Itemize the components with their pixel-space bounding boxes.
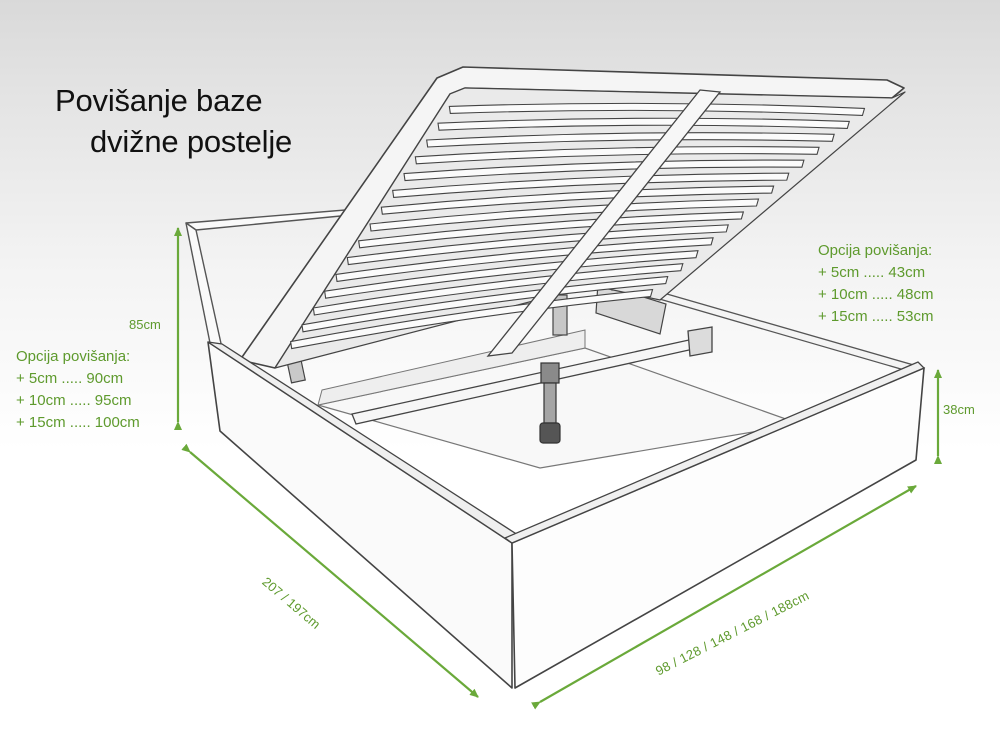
lid-center-rail bbox=[486, 89, 722, 357]
slat bbox=[392, 172, 790, 198]
slat bbox=[301, 275, 669, 333]
page-title-line2: dvižne postelje bbox=[90, 124, 293, 159]
slat bbox=[335, 237, 714, 283]
bed-slats bbox=[290, 102, 866, 350]
options-left-item: + 15cm ..... 100cm bbox=[16, 414, 140, 431]
dimension-arrows bbox=[174, 227, 942, 710]
options-right-item: + 15cm ..... 53cm bbox=[818, 308, 934, 325]
options-left-heading: Opcija povišanja: bbox=[16, 348, 131, 365]
options-right-item: + 10cm ..... 48cm bbox=[818, 286, 934, 303]
slat bbox=[448, 102, 866, 117]
options-right-item: + 5cm ..... 43cm bbox=[818, 264, 926, 281]
slat bbox=[290, 288, 654, 350]
options-right-heading: Opcija povišanja: bbox=[818, 242, 933, 259]
height-frame-label: 38cm bbox=[943, 402, 975, 417]
support-rail bbox=[351, 326, 713, 425]
slat bbox=[403, 159, 805, 182]
slat bbox=[437, 117, 851, 131]
support-leg bbox=[539, 362, 561, 444]
options-left-item: + 10cm ..... 95cm bbox=[16, 392, 132, 409]
slat bbox=[426, 132, 835, 148]
slat bbox=[358, 211, 745, 249]
slat bbox=[312, 263, 684, 316]
options-right: Opcija povišanja: + 5cm ..... 43cm + 10c… bbox=[818, 240, 933, 328]
page-title-line1: Povišanje baze bbox=[55, 83, 263, 118]
slat bbox=[324, 250, 699, 299]
height-total-label: 85cm bbox=[129, 317, 161, 332]
slat bbox=[369, 198, 760, 232]
options-left: Opcija povišanja: + 5cm ..... 90cm + 10c… bbox=[16, 346, 140, 434]
options-left-item: + 5cm ..... 90cm bbox=[16, 370, 124, 387]
slat bbox=[346, 224, 729, 266]
slat bbox=[380, 185, 775, 215]
dim-arrow-length bbox=[181, 443, 479, 698]
slat bbox=[414, 146, 820, 165]
dim-arrow-width bbox=[531, 485, 917, 710]
